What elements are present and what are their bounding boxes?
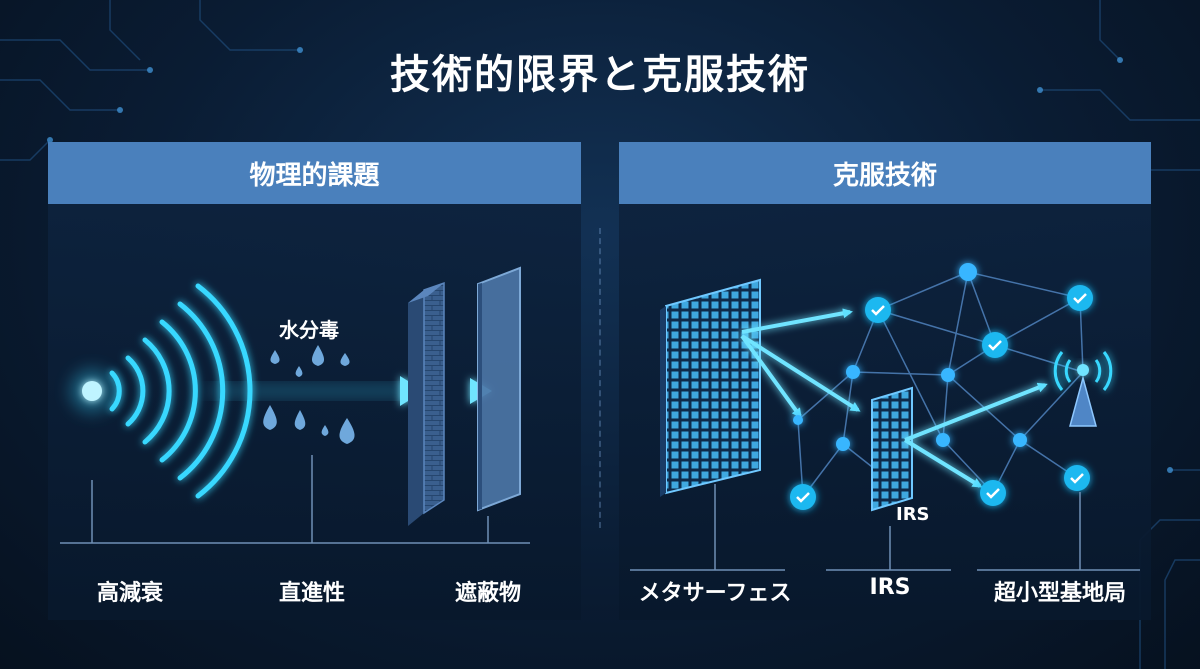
label-directivity: 直進性 (278, 581, 346, 606)
metasurface-icon (660, 278, 761, 497)
water-absorption-label: 水分毒 (279, 318, 339, 342)
glass-panel-icon (477, 266, 521, 512)
irs-panel-icon (871, 386, 913, 512)
irs-beams (903, 382, 1048, 488)
water-drops-icon (263, 345, 355, 444)
signal-beam-arrow (210, 376, 424, 406)
wave-source-icon (70, 369, 114, 413)
page-title: 技術的限界と克服技術 (390, 52, 810, 98)
overcoming-tech-header: 克服技術 (619, 142, 1151, 204)
panel-divider (599, 228, 601, 528)
label-irs: IRS (869, 575, 911, 600)
right-leader-lines (630, 484, 1140, 571)
label-obstacles: 遮蔽物 (454, 581, 522, 606)
brick-wall-icon (408, 281, 445, 526)
label-small-base-station: 超小型基地局 (993, 581, 1127, 606)
irs-inline-label: IRS (896, 504, 930, 525)
antenna-tower-icon (1053, 351, 1113, 427)
physical-challenges-header: 物理的課題 (48, 142, 581, 204)
left-leader-lines (60, 455, 530, 544)
check-node-icons (790, 285, 1093, 510)
network-nodes (793, 263, 1027, 451)
label-metasurface: メタサーフェス (638, 581, 792, 606)
label-high-attenuation: 高減衰 (96, 581, 164, 606)
reflected-beams (740, 308, 861, 419)
